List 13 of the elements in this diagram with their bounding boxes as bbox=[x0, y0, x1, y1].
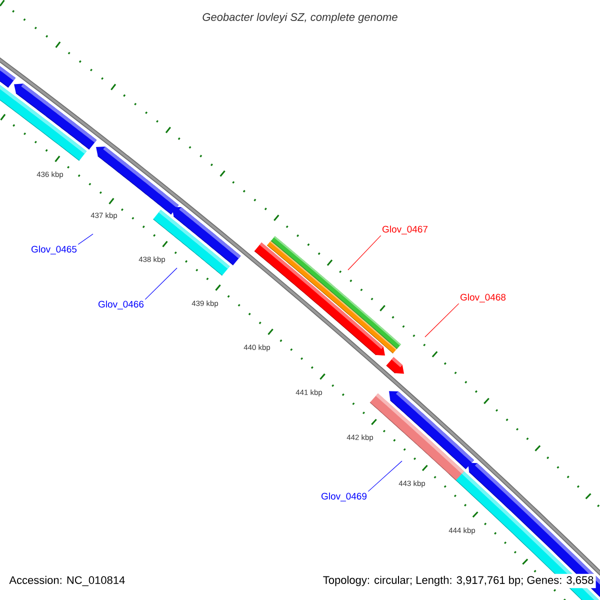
gene-label: Glov_0469 bbox=[322, 492, 367, 502]
genome-info-text: Topology: circular; Length: 3,917,761 bp; Genes: 3,658 bbox=[320, 574, 596, 588]
leader-line bbox=[368, 460, 402, 492]
gene-label: Glov_0465 bbox=[32, 246, 77, 254]
accession-text: Accession: NC_010814 bbox=[9, 576, 125, 586]
gene-label: Glov_0468 bbox=[460, 294, 506, 302]
leader-line bbox=[78, 234, 94, 245]
leader-line bbox=[348, 235, 382, 270]
leader-line bbox=[144, 268, 178, 300]
title: Geobacter lovleyi SZ, complete genome bbox=[202, 12, 398, 24]
leader-line bbox=[424, 303, 460, 338]
gene-label: Glov_0467 bbox=[382, 226, 428, 234]
gene-label: Glov_0466 bbox=[98, 300, 144, 310]
